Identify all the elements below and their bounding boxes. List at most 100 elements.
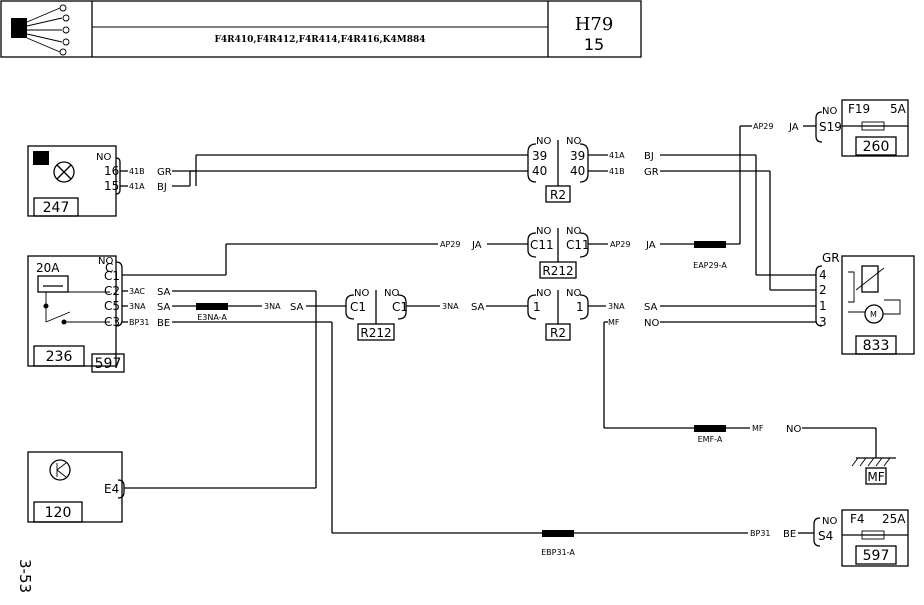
fuse-name-f19: F19	[848, 102, 870, 116]
page-number: 15	[584, 35, 604, 54]
component-label-247: 247	[43, 200, 70, 216]
fuse-icon	[861, 121, 885, 131]
label-pins-gr: GR	[822, 251, 840, 265]
component-label-597b: 597	[863, 548, 890, 564]
label-wires-be: BE	[783, 529, 796, 540]
label-wires-bp31: BP31	[750, 529, 771, 538]
connector-r2-bottom: NO NO 1 1 R2	[527, 288, 589, 341]
component-label-120: 120	[45, 505, 72, 521]
label-pins-p1: 1	[576, 300, 584, 314]
label-pins-c1: C1	[350, 300, 366, 314]
label-pins-c5: C5	[104, 299, 120, 313]
label-wires-mf: MF	[608, 318, 620, 327]
label-fuses-f4_pin: S4	[818, 529, 833, 543]
label-pins-no: NO	[536, 288, 551, 299]
label-wires-gr: GR	[644, 167, 659, 178]
component-label-260: 260	[863, 139, 890, 155]
svg-text:M: M	[870, 310, 877, 319]
fuse-icon	[861, 530, 885, 540]
component-120: 120 E4	[27, 451, 316, 523]
label-pins-no: NO	[822, 106, 837, 117]
label-pins-p39: 39	[570, 149, 585, 163]
component-833-motor: GR 4 2 1 3 M 833	[815, 251, 915, 355]
label-pins-no: NO	[536, 226, 551, 237]
label-pins-no: NO	[354, 288, 369, 299]
label-wires-sa: SA	[157, 287, 171, 298]
component-label-236: 236	[46, 349, 73, 365]
label-wires-ja: JA	[645, 240, 656, 251]
label-pins-p1: 1	[533, 300, 541, 314]
label-pins-no: NO	[822, 516, 837, 527]
splice-label-eap29: EAP29-A	[693, 261, 727, 270]
wire-41A-bj: 41A BJ	[120, 170, 528, 193]
label-wires-w41A: 41A	[129, 182, 145, 191]
connector-r212-left: NO NO C1 C1 R212	[345, 288, 408, 341]
wire-3na-sa-right: 3NA SA	[588, 302, 816, 313]
label-pins-no: NO	[566, 288, 581, 299]
component-247: 247 NO 16 15	[27, 145, 121, 217]
fuse-rating-f4: 25A	[882, 512, 906, 526]
wire-ap29-ja-fuse: AP29 JA	[739, 122, 816, 244]
label-pins-c3: C3	[104, 315, 120, 329]
connector-label-r2: R2	[550, 188, 566, 202]
label-wires-sa: SA	[471, 302, 485, 313]
label-wires-w41A: 41A	[609, 151, 625, 160]
label-pins-relay_rating: 20A	[36, 261, 60, 275]
splice-ebp31	[542, 530, 574, 537]
connector-logo-icon	[11, 4, 70, 56]
pin-label: NO	[96, 152, 111, 163]
potentiometer-icon	[861, 265, 879, 293]
wire-3na-sa-mid: 3NA SA	[406, 302, 528, 313]
label-wires-w3na: 3NA	[442, 302, 459, 311]
label-pins-no: NO	[98, 256, 113, 267]
label-wires-sa: SA	[157, 302, 171, 313]
splice-label-emf: EMF-A	[698, 435, 723, 444]
label-pins-c2: C2	[104, 284, 120, 298]
indicator-lamp-icon	[49, 459, 71, 481]
label-wires-bj: BJ	[644, 151, 654, 162]
fuse-box-597: F4 25A 597 NO S4	[813, 509, 909, 567]
label-fuses-f19_pin: S19	[819, 120, 842, 134]
label-pins-p3: 3	[819, 315, 827, 329]
fuse-box-260: F19 5A 260 NO S19	[815, 99, 909, 157]
connector-r2-top: NO NO 39 40 39 40 R2	[527, 136, 589, 203]
label-wires-bj: BJ	[157, 182, 167, 193]
wire-ap29-ja-c1: AP29 JA AP29 JA EAP29-A	[122, 240, 740, 276]
label-pins-no: NO	[566, 226, 581, 237]
label-wires-w3na: 3NA	[129, 302, 146, 311]
label-pins-no: NO	[566, 136, 581, 147]
label-wires-ap29: AP29	[610, 240, 630, 249]
label-wires-sa: SA	[290, 302, 304, 313]
diagram-title: H79	[575, 14, 614, 35]
label-wires-mf: MF	[752, 424, 764, 433]
connector-r212-top: NO NO C11 C11 R212	[527, 226, 590, 279]
fuse-name-f4: F4	[850, 512, 865, 526]
component-label-597: 597	[95, 356, 122, 372]
splice-e3na	[196, 303, 228, 310]
splice-emf	[694, 425, 726, 432]
label-pins-p4: 4	[819, 268, 827, 282]
ground-icon	[851, 457, 891, 467]
label-wires-w3na: 3NA	[608, 302, 625, 311]
label-wires-w41B: 41B	[129, 167, 145, 176]
wire-3ac-sa: 3AC SA	[122, 287, 317, 488]
label-pins-c1: C1	[392, 300, 408, 314]
label-pins-p2: 2	[819, 283, 827, 297]
label-pins-c11: C11	[530, 238, 554, 252]
pin-label: 15	[104, 179, 119, 193]
ground-label-mf: MF	[867, 470, 884, 484]
label-wires-no: NO	[786, 424, 801, 435]
label-wires-w3ac: 3AC	[129, 287, 145, 296]
splice-label-ebp31: EBP31-A	[541, 548, 575, 557]
label-wires-ap29: AP29	[440, 240, 460, 249]
label-wires-gr: GR	[157, 167, 172, 178]
side-page-number: 3-53	[16, 559, 34, 593]
relay-coil-icon	[37, 275, 69, 293]
label-wires-w3na: 3NA	[264, 302, 281, 311]
pin-label: 16	[104, 164, 119, 178]
label-wires-bp31: BP31	[129, 318, 150, 327]
label-pins-e4: E4	[104, 482, 119, 496]
wire-41B-gr-right: 41B GR	[588, 167, 816, 291]
label-pins-p1: 1	[819, 299, 827, 313]
